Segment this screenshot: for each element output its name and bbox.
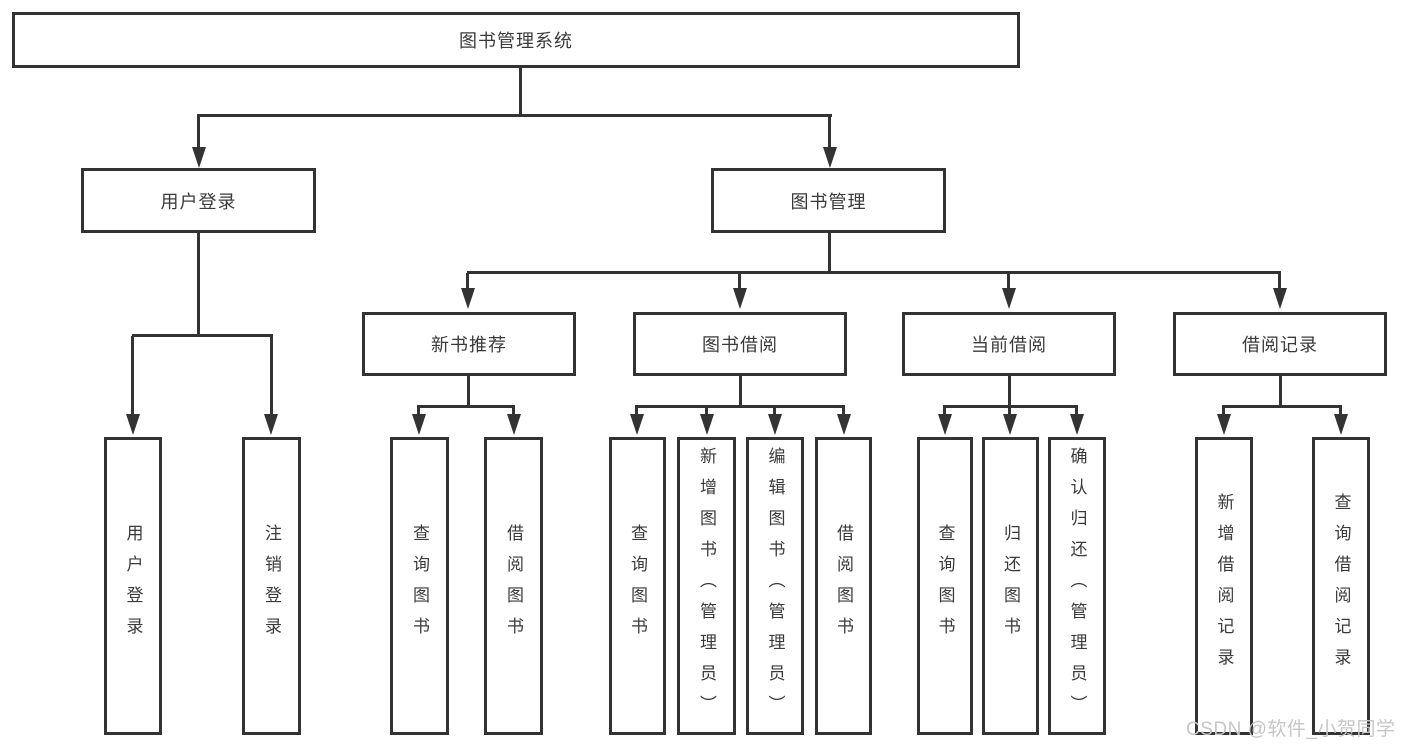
node-borrow-query: 查询图书	[609, 437, 666, 735]
edge-mgmt-trunk	[828, 233, 831, 274]
edge-borrow-trunk	[739, 376, 742, 407]
edge-stem-current-return	[1008, 405, 1011, 417]
node-login-user: 用户登录	[104, 437, 162, 735]
arrowhead-login-icon	[192, 147, 206, 168]
node-records-query-label: 查询借阅记录	[1331, 493, 1351, 679]
edge-records-trunk	[1279, 376, 1282, 407]
node-borrow-borrow-label: 借阅图书	[834, 524, 853, 648]
edge-stem-newbook	[466, 273, 469, 290]
node-records-add-label: 新增借阅记录	[1214, 493, 1234, 679]
arrowhead-borrow-icon	[733, 288, 747, 309]
arrowhead-borrow-borrow-icon	[837, 414, 851, 435]
arrowhead-records-query-icon	[1334, 414, 1348, 435]
edge-current-bar	[944, 405, 1078, 408]
node-current-borrow-label: 当前借阅	[971, 335, 1047, 355]
edge-login-trunk	[197, 233, 200, 337]
edge-stem-records-query	[1339, 405, 1342, 417]
node-book-borrow-label: 图书借阅	[702, 335, 778, 355]
node-borrow-edit-label: 编辑图书（管理员）	[765, 446, 785, 726]
arrowhead-current-icon	[1002, 288, 1016, 309]
node-newbook-borrow: 借阅图书	[484, 437, 543, 735]
node-root-label: 图书管理系统	[459, 31, 573, 51]
arrowhead-current-return-icon	[1003, 414, 1017, 435]
node-current-confirm-label: 确认归还（管理员）	[1067, 446, 1087, 726]
node-current-query: 查询图书	[917, 437, 973, 735]
arrowhead-records-add-icon	[1217, 414, 1231, 435]
edge-stem-borrow-borrow	[842, 405, 845, 417]
edge-stem-newbook-borrow	[512, 405, 515, 417]
node-borrow-records-label: 借阅记录	[1242, 335, 1318, 355]
arrowhead-login-logout-icon	[264, 414, 278, 435]
edge-stem-borrow-edit	[773, 405, 776, 417]
edge-mgmt-bar	[467, 271, 1281, 274]
node-book-management-label: 图书管理	[790, 191, 867, 212]
edge-stem-login-user	[131, 336, 134, 416]
arrowhead-borrow-add-icon	[700, 414, 714, 435]
node-login-logout: 注销登录	[242, 437, 301, 735]
edge-stem-borrow-add	[705, 405, 708, 417]
node-newbook-query-label: 查询图书	[410, 524, 429, 648]
node-book-borrow: 图书借阅	[633, 312, 847, 376]
node-borrow-borrow: 借阅图书	[815, 437, 872, 735]
edge-stem-records	[1278, 273, 1281, 290]
edge-stem-login-logout	[270, 336, 273, 416]
arrowhead-mgmt-icon	[823, 147, 837, 168]
edge-login-bar	[132, 334, 273, 337]
node-records-add: 新增借阅记录	[1195, 437, 1253, 735]
edge-borrow-bar	[636, 405, 845, 408]
edge-stem-login	[197, 114, 200, 148]
node-borrow-add-label: 新增图书（管理员）	[697, 446, 716, 726]
node-login-user-label: 用户登录	[123, 524, 143, 648]
edge-stem-current	[1007, 273, 1010, 290]
arrowhead-newbook-borrow-icon	[507, 414, 521, 435]
node-book-management: 图书管理	[711, 168, 946, 233]
edge-stem-current-query	[943, 405, 946, 417]
arrowhead-records-icon	[1273, 288, 1287, 309]
arrowhead-newbook-icon	[461, 288, 475, 309]
node-newbook-borrow-label: 借阅图书	[504, 524, 523, 648]
arrowhead-current-confirm-icon	[1070, 414, 1084, 435]
edge-stem-borrow-query	[635, 405, 638, 417]
watermark: CSDN @软件_小贺同学	[1186, 719, 1396, 740]
node-borrow-add: 新增图书（管理员）	[677, 437, 736, 735]
arrowhead-newbook-query-icon	[412, 414, 426, 435]
edge-stem-records-add	[1222, 405, 1225, 417]
node-borrow-query-label: 查询图书	[628, 524, 647, 648]
node-borrow-edit: 编辑图书（管理员）	[746, 437, 804, 735]
node-root: 图书管理系统	[12, 12, 1020, 68]
node-borrow-records: 借阅记录	[1173, 312, 1387, 376]
edge-stem-borrow	[738, 273, 741, 290]
node-current-return-label: 归还图书	[1001, 524, 1020, 648]
arrowhead-login-user-icon	[126, 414, 140, 435]
edge-records-bar	[1223, 405, 1342, 408]
node-new-book-recommend-label: 新书推荐	[431, 335, 507, 355]
node-user-login-label: 用户登录	[160, 191, 237, 212]
edge-root-bar	[198, 114, 832, 117]
arrowhead-borrow-edit-icon	[768, 414, 782, 435]
node-current-return: 归还图书	[982, 437, 1039, 735]
node-login-logout-label: 注销登录	[262, 524, 281, 648]
node-records-query: 查询借阅记录	[1312, 437, 1370, 735]
edge-stem-current-confirm	[1075, 405, 1078, 417]
node-current-query-label: 查询图书	[935, 524, 955, 648]
node-new-book-recommend: 新书推荐	[362, 312, 576, 376]
edge-newbook-trunk	[467, 376, 470, 407]
edge-current-trunk	[1008, 376, 1011, 407]
arrowhead-current-query-icon	[938, 414, 952, 435]
arrowhead-borrow-query-icon	[630, 414, 644, 435]
edge-stem-newbook-query	[417, 405, 420, 417]
node-current-confirm: 确认归还（管理员）	[1048, 437, 1106, 735]
node-user-login: 用户登录	[81, 168, 316, 233]
edge-newbook-bar	[418, 405, 515, 408]
edge-stem-mgmt	[828, 114, 831, 148]
node-current-borrow: 当前借阅	[902, 312, 1116, 376]
node-newbook-query: 查询图书	[390, 437, 449, 735]
edge-root-trunk	[519, 68, 522, 116]
